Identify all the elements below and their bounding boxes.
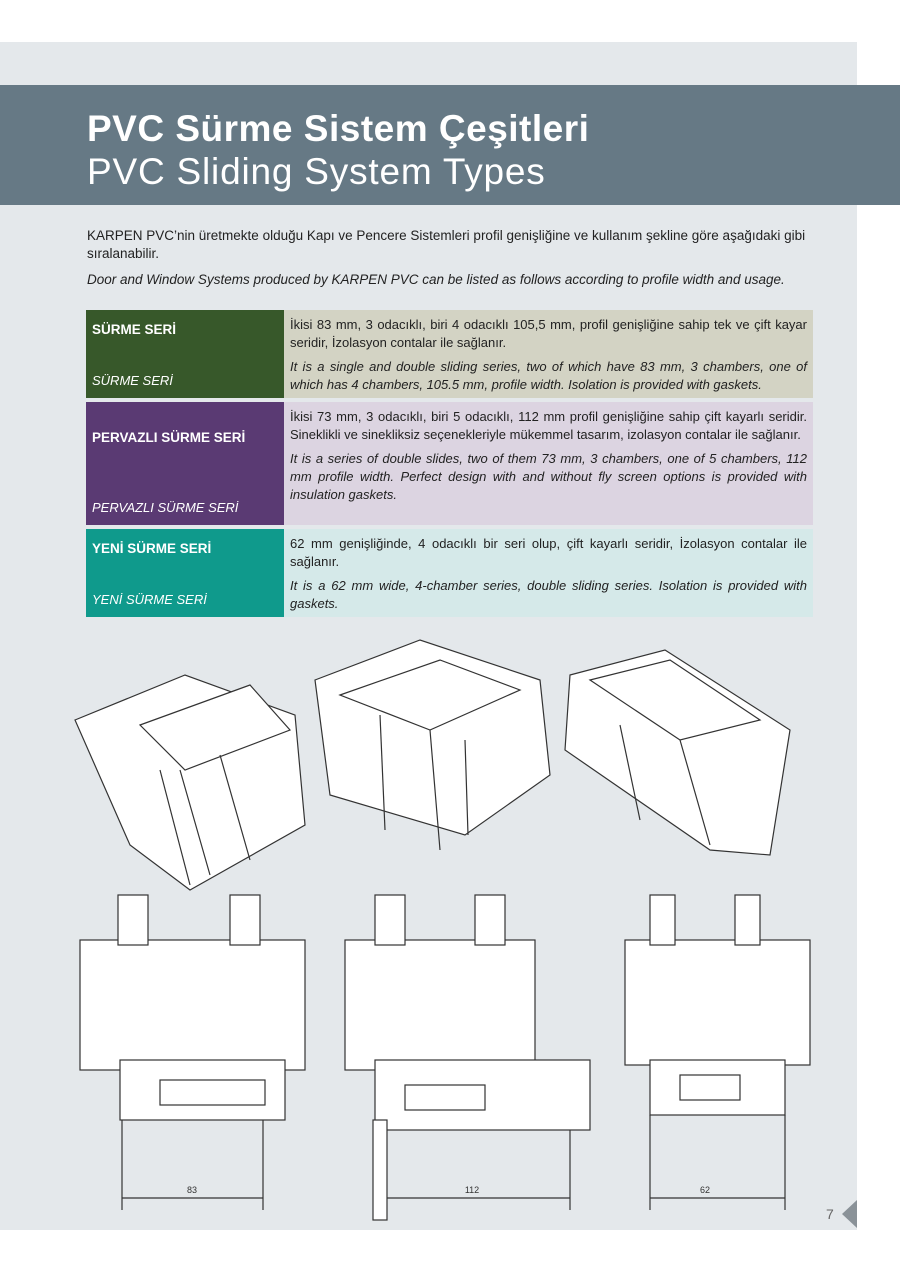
profile-section-112 — [344, 894, 591, 1221]
dimension-label: 112 — [465, 1185, 479, 1195]
profile-3d-surme — [74, 674, 306, 891]
series-row-pervazli: PERVAZLI SÜRME SERİ PERVAZLI SÜRME SERİ İ… — [86, 402, 813, 525]
series-name: YENİ SÜRME SERİ — [92, 541, 212, 556]
series-name: PERVAZLI SÜRME SERİ — [92, 430, 246, 445]
series-desc-en: It is a single and double sliding series… — [290, 359, 807, 392]
series-row-surme: SÜRME SERİ SÜRME SERİ İkisi 83 mm, 3 odac… — [86, 310, 813, 398]
profile-3d-yeni — [564, 649, 791, 856]
series-name-en: SÜRME SERİ — [92, 373, 173, 388]
dimension-label: 62 — [700, 1185, 710, 1195]
series-name-en: PERVAZLI SÜRME SERİ — [92, 500, 239, 515]
series-desc-en: It is a series of double slides, two of … — [290, 451, 807, 502]
profile-section-62 — [624, 894, 811, 1210]
series-desc-tr: 62 mm genişliğinde, 4 odacıklı bir seri … — [290, 536, 807, 569]
dimension-label: 83 — [187, 1185, 197, 1195]
series-desc-tr: İkisi 83 mm, 3 odacıklı, biri 4 odacıklı… — [290, 317, 807, 350]
intro-tr: KARPEN PVC’nin üretmekte olduğu Kapı ve … — [87, 228, 806, 261]
page-number: 7 — [826, 1206, 834, 1222]
profile-section-83 — [79, 894, 306, 1210]
series-desc-en: It is a 62 mm wide, 4-chamber series, do… — [290, 578, 807, 611]
series-desc-tr: İkisi 73 mm, 3 odacıklı, biri 5 odacıklı… — [290, 409, 807, 442]
profile-3d-pervazli — [314, 639, 551, 851]
next-page-arrow-icon — [842, 1200, 857, 1228]
profile-drawings: 83 112 62 — [74, 639, 811, 1221]
page-title: PVC Sürme Sistem Çeşitleri — [87, 108, 590, 149]
header-band — [0, 85, 900, 205]
intro-en: Door and Window Systems produced by KARP… — [87, 272, 785, 287]
page-subtitle: PVC Sliding System Types — [87, 151, 546, 192]
series-name: SÜRME SERİ — [92, 322, 177, 337]
series-row-yeni: YENİ SÜRME SERİ YENİ SÜRME SERİ 62 mm gen… — [86, 529, 813, 617]
series-name-en: YENİ SÜRME SERİ — [92, 592, 207, 607]
